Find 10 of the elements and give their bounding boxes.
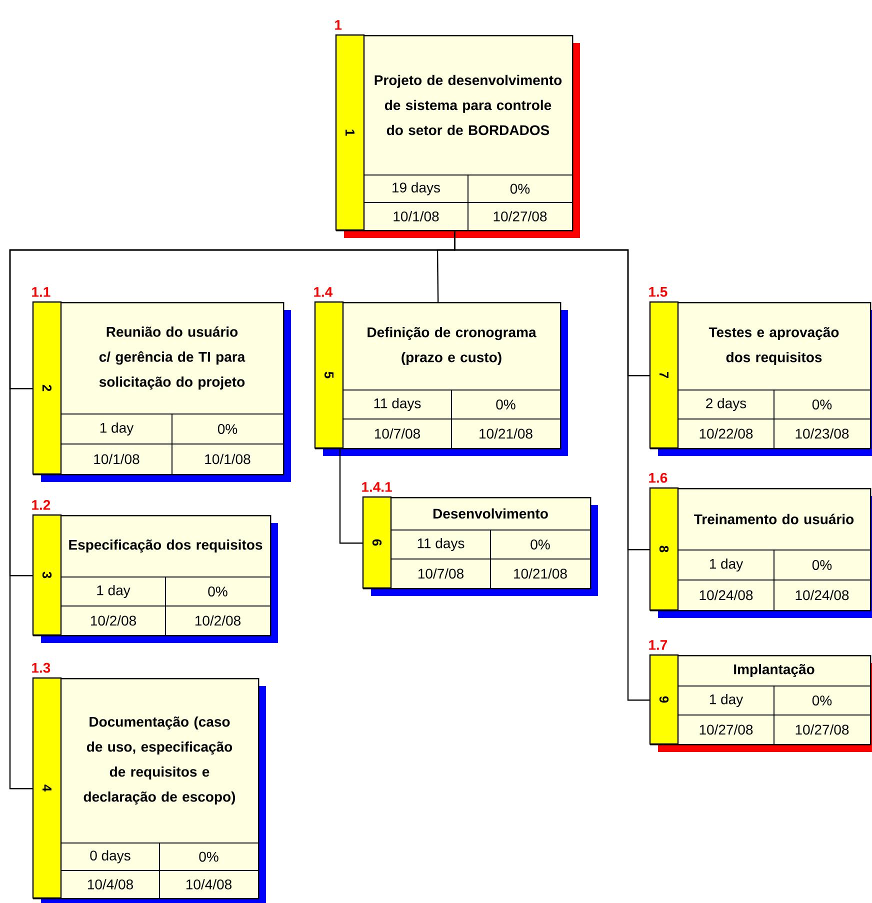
- wbs-code: 1.5: [649, 287, 668, 297]
- wbs-code: 1.7: [649, 640, 668, 650]
- wbs-code: 1.4: [314, 287, 333, 297]
- wbs-code: 1.2: [32, 500, 50, 510]
- wbs-code: 1.1: [32, 287, 50, 297]
- wbs-code: 1.3: [32, 662, 50, 673]
- wbs-code: 1.4.1: [362, 482, 392, 492]
- connector-line: [339, 449, 363, 544]
- wbs-code: 1.6: [649, 472, 668, 483]
- wbs-code: 1: [335, 20, 342, 30]
